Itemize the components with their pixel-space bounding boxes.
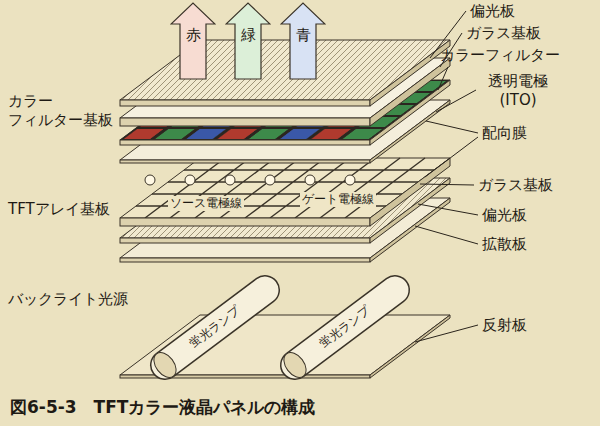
part-label: ガラス基板: [466, 24, 541, 43]
part-label: 偏光板: [470, 2, 515, 21]
part-label: 配向膜: [482, 124, 527, 143]
part-label: 反射板: [482, 316, 527, 335]
wire-label: ゲート電極線: [300, 192, 376, 207]
light-arrow: 赤: [170, 2, 216, 80]
liquid-crystal: [145, 175, 355, 185]
fluorescent-lamp: [149, 290, 395, 382]
arrow-label: 青: [280, 26, 326, 44]
part-label: ガラス基板: [478, 176, 553, 195]
arrow-label: 緑: [225, 26, 271, 44]
part-label: 拡散板: [482, 235, 527, 254]
part-label: 偏光板: [482, 206, 527, 225]
layer-stack: [120, 40, 450, 382]
light-arrow: 青: [280, 2, 326, 80]
group-label: TFTアレイ基板: [8, 200, 110, 219]
arrow-label: 赤: [170, 26, 216, 44]
light-arrow: 緑: [225, 2, 271, 80]
wire-label: ソース電極線: [168, 196, 244, 211]
group-label: カラー フィルター基板: [8, 92, 120, 130]
figure-caption: 図6-5-3 TFTカラー液晶パネルの構成: [10, 396, 315, 419]
group-label: バックライト光源: [8, 290, 128, 309]
part-label: カラーフィルター: [440, 46, 560, 65]
part-label: 透明電極 (ITO): [480, 72, 556, 110]
